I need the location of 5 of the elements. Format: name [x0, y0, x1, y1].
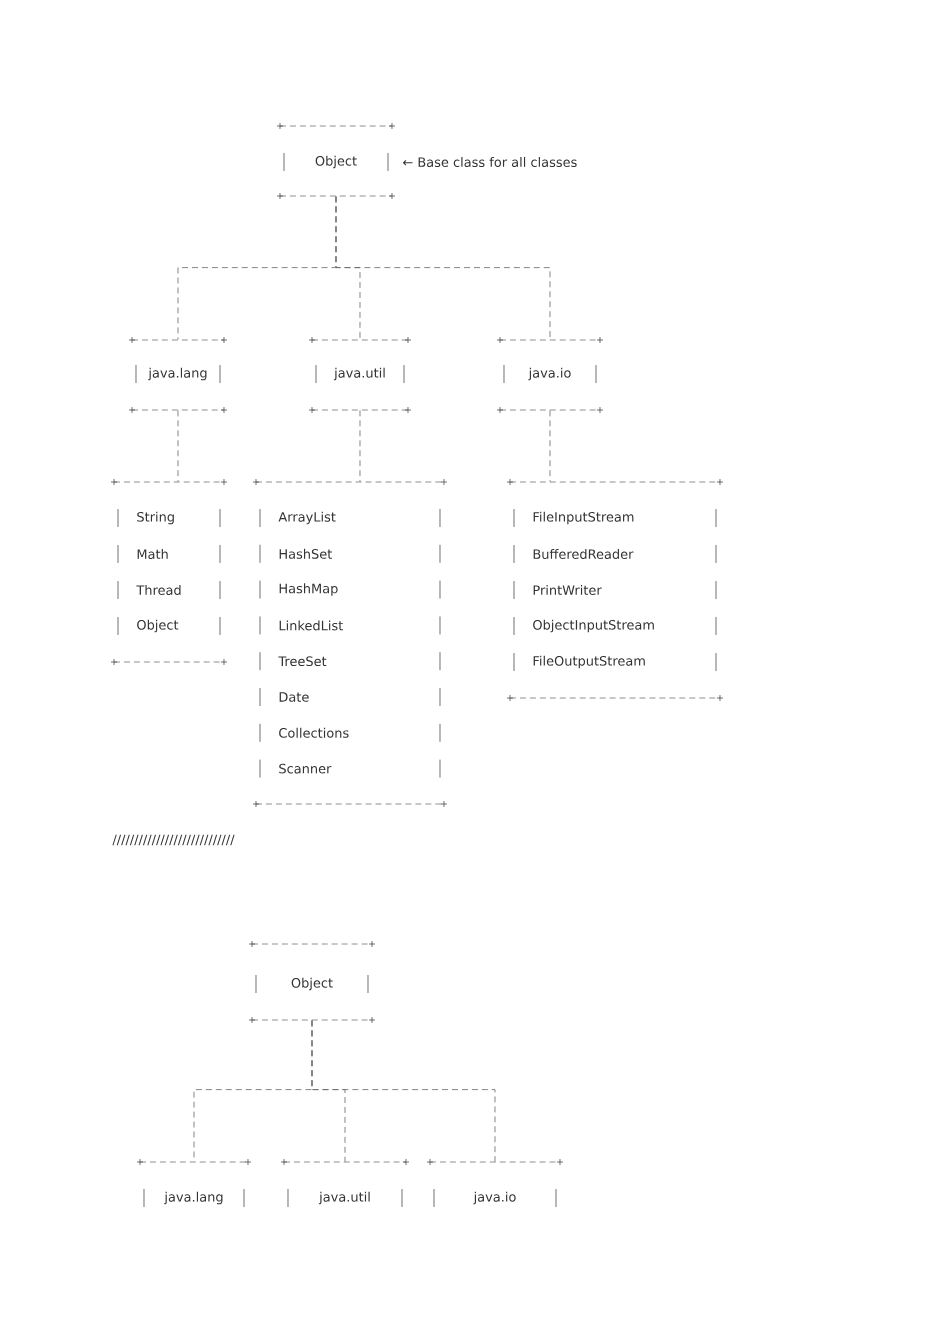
- connector: [335, 196, 551, 340]
- connector: [311, 1020, 496, 1162]
- connector: [549, 410, 551, 482]
- connector: [359, 410, 361, 482]
- connector: [177, 410, 179, 482]
